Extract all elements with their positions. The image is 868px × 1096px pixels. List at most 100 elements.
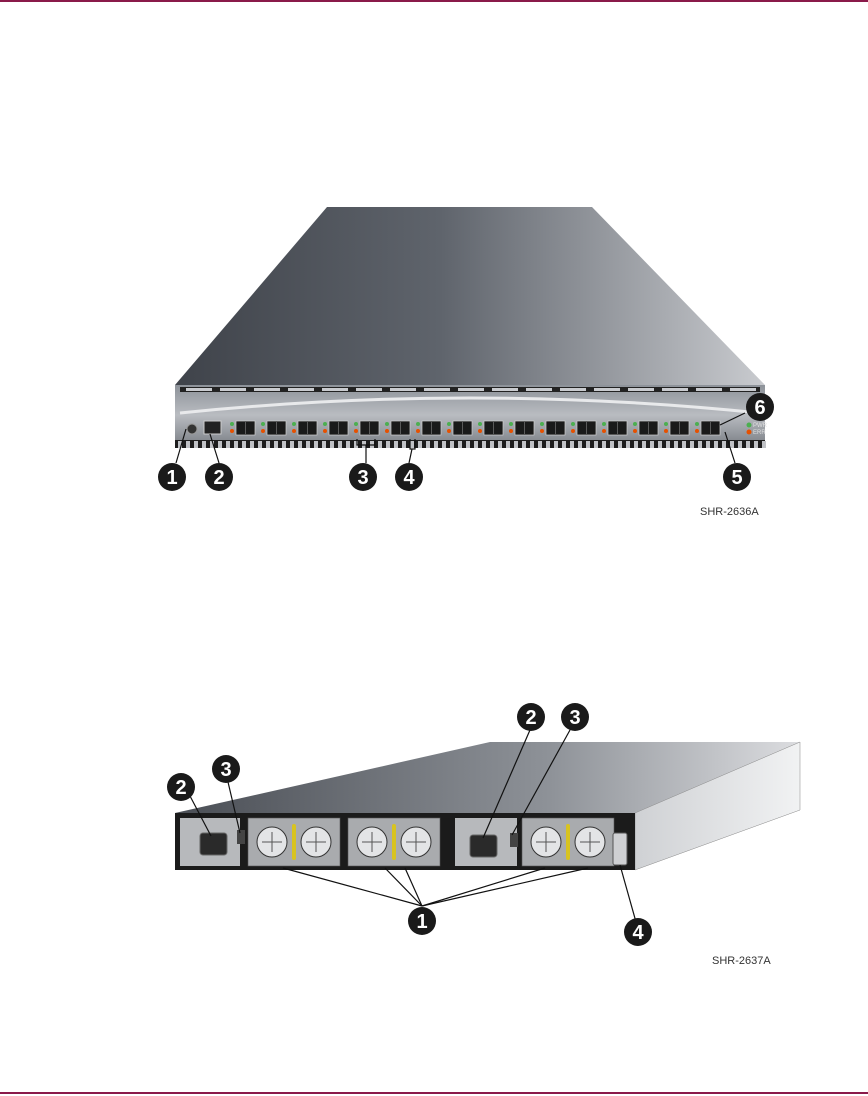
svg-text:6: 6: [754, 397, 765, 419]
ridge: [306, 441, 310, 448]
ethernet-port[interactable]: [204, 421, 221, 434]
vent-slot: [220, 388, 246, 391]
ridge: [202, 441, 206, 448]
callout-6: 6: [746, 393, 774, 421]
vent-slot: [390, 388, 416, 391]
error-led: [747, 430, 752, 435]
port-activity-led: [478, 429, 482, 433]
psu-2-ac-inlet[interactable]: [470, 835, 497, 857]
svg-text:5: 5: [731, 467, 742, 489]
svg-text:3: 3: [569, 707, 580, 729]
fan-release-handle[interactable]: [566, 824, 570, 860]
vent-slot: [594, 388, 620, 391]
bottom-rule: [0, 1092, 868, 1094]
switch-rear-view-figure: 2 3 2 3 1 4 SHR-2637A: [0, 700, 868, 970]
ridge: [754, 441, 758, 448]
svg-text:3: 3: [357, 467, 368, 489]
ridge: [474, 441, 478, 448]
ridge: [442, 441, 446, 448]
pwr-led-label: PWR: [753, 423, 768, 429]
port-activity-led: [633, 429, 637, 433]
ridge: [634, 441, 638, 448]
ridge: [650, 441, 654, 448]
chassis-top: [175, 207, 765, 385]
vent-slot: [628, 388, 654, 391]
fan-release-handle[interactable]: [292, 824, 296, 860]
port-activity-led: [261, 429, 265, 433]
power-button[interactable]: [187, 424, 197, 434]
svg-text:2: 2: [525, 707, 536, 729]
port-status-led: [633, 422, 637, 426]
vent-slot: [696, 388, 722, 391]
callout-1: 1: [158, 463, 186, 491]
fan-module: [348, 818, 440, 866]
svg-text:1: 1: [166, 467, 177, 489]
ridge: [698, 441, 702, 448]
ridge: [602, 441, 606, 448]
ridge: [562, 441, 566, 448]
fan-module: [248, 818, 340, 866]
switch-rear-illustration: 2 3 2 3 1 4 SHR-2637A: [0, 700, 868, 970]
ridge: [738, 441, 742, 448]
ridge: [666, 441, 670, 448]
ridge: [346, 441, 350, 448]
psu-1-switch[interactable]: [237, 830, 245, 844]
port-status-led: [571, 422, 575, 426]
port-activity-led: [385, 429, 389, 433]
ridge: [730, 441, 734, 448]
port-status-led: [230, 422, 234, 426]
ridge: [386, 441, 390, 448]
vent-slot: [526, 388, 552, 391]
ridge: [234, 441, 238, 448]
ridge: [506, 441, 510, 448]
power-led: [747, 423, 752, 428]
fan-modules: [248, 818, 614, 866]
port-activity-led: [416, 429, 420, 433]
ridge: [466, 441, 470, 448]
svg-text:3: 3: [220, 759, 231, 781]
psu-1-ac-inlet[interactable]: [200, 833, 227, 855]
fan-module: [522, 818, 614, 866]
ridge: [642, 441, 646, 448]
ridge: [330, 441, 334, 448]
port-activity-led: [292, 429, 296, 433]
rear-callout-2-left: 2: [167, 773, 195, 801]
vent-slot: [356, 388, 382, 391]
port-activity-led: [540, 429, 544, 433]
port-activity-led: [602, 429, 606, 433]
callout-3: 3: [349, 463, 377, 491]
ridge: [618, 441, 622, 448]
port-activity-led: [354, 429, 358, 433]
psu-2-switch[interactable]: [510, 833, 518, 847]
port-activity-led: [447, 429, 451, 433]
ridge: [578, 441, 582, 448]
port-activity-led: [695, 429, 699, 433]
ridge: [522, 441, 526, 448]
fan-release-handle[interactable]: [392, 824, 396, 860]
port-status-led: [385, 422, 389, 426]
vent-slot: [662, 388, 688, 391]
vent-slot: [424, 388, 450, 391]
ridge: [746, 441, 750, 448]
ridge: [514, 441, 518, 448]
ridge: [546, 441, 550, 448]
vent-slot: [186, 388, 212, 391]
ridge: [658, 441, 662, 448]
callout-2: 2: [205, 463, 233, 491]
front-vents: [186, 388, 756, 391]
rear-callout-1: 1: [408, 907, 436, 935]
ridge: [594, 441, 598, 448]
ridge: [274, 441, 278, 448]
serial-port[interactable]: [613, 833, 627, 865]
rear-callout-3-left: 3: [212, 755, 240, 783]
port-status-led: [509, 422, 513, 426]
ridge: [610, 441, 614, 448]
ridge: [314, 441, 318, 448]
vent-slot: [492, 388, 518, 391]
port-activity-led: [323, 429, 327, 433]
ridge: [434, 441, 438, 448]
vent-slot: [730, 388, 756, 391]
ridge: [338, 441, 342, 448]
ridge: [722, 441, 726, 448]
ridge: [402, 441, 406, 448]
